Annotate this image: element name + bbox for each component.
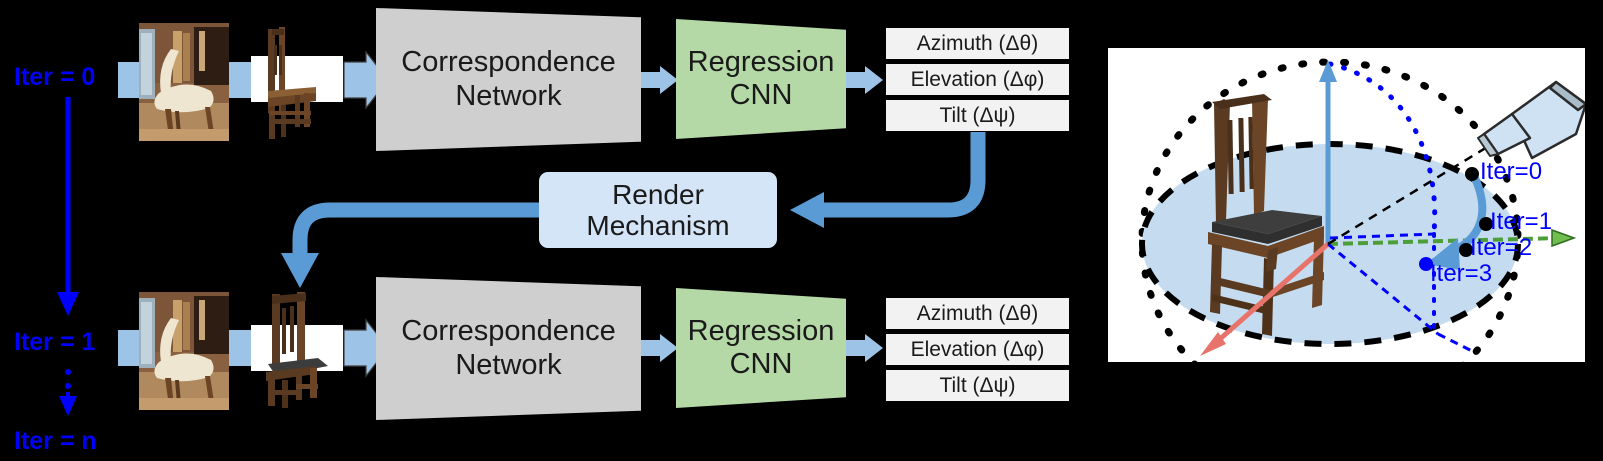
regression-cnn-bottom: Regression CNN (676, 288, 846, 408)
viewsphere-label-iter2: Iter=2 (1470, 234, 1533, 261)
correspondence-network-top: Correspondence Network (376, 8, 641, 151)
regression-line2-bottom: CNN (729, 348, 793, 380)
viewsphere-panel: Iter=0 Iter=1 Iter=2 Iter=3 (1108, 48, 1585, 362)
marker-dot-iter3 (1419, 257, 1433, 271)
correspondence-line1-bottom: Correspondence (401, 315, 616, 348)
output-azimuth-bottom: Azimuth (Δθ) (886, 298, 1069, 329)
iteration-label-1: Iter = 1 (14, 328, 96, 356)
stub-top-before-photo (118, 62, 140, 98)
camera-icon (1477, 80, 1585, 160)
marker-dot-iter2 (1459, 243, 1473, 257)
render-mechanism-line2: Mechanism (586, 210, 730, 241)
marker-dot-iter0 (1465, 167, 1479, 181)
stub-bottom-between (229, 330, 251, 366)
output-elevation-top: Elevation (Δφ) (886, 64, 1069, 95)
regression-cnn-top: Regression CNN (676, 19, 846, 139)
rendered-chair-bottom (252, 290, 334, 410)
render-mechanism-box: Render Mechanism (539, 172, 777, 248)
correspondence-line2-bottom: Network (455, 348, 562, 381)
viewsphere-label-iter3: Iter=3 (1430, 260, 1493, 287)
stub-top-between (229, 62, 251, 98)
viewsphere-illustration (1108, 48, 1585, 362)
correspondence-network-bottom: Correspondence Network (376, 277, 641, 420)
viewsphere-label-iter0: Iter=0 (1480, 158, 1543, 185)
input-photo-bottom (139, 292, 229, 410)
viewsphere-label-iter1: Iter=1 (1490, 208, 1553, 235)
rendered-chair-top (252, 23, 324, 141)
regression-line2-top: CNN (729, 79, 793, 111)
correspondence-line2-top: Network (455, 79, 562, 112)
regression-line1-bottom: Regression (687, 314, 835, 347)
marker-dot-iter1 (1479, 217, 1493, 231)
iteration-label-n: Iter = n (14, 427, 97, 455)
render-mechanism-line1: Render (612, 178, 704, 210)
stub-bottom-before-photo (118, 330, 140, 366)
output-elevation-bottom: Elevation (Δφ) (886, 334, 1069, 365)
regression-line1-top: Regression (687, 45, 835, 78)
chair-3d-model (1208, 94, 1324, 336)
output-azimuth-top: Azimuth (Δθ) (886, 28, 1069, 59)
iteration-label-0: Iter = 0 (14, 63, 96, 91)
output-tilt-bottom: Tilt (Δψ) (886, 370, 1069, 401)
input-photo-top (139, 23, 229, 141)
output-tilt-top: Tilt (Δψ) (886, 100, 1069, 131)
correspondence-line1-top: Correspondence (401, 46, 616, 79)
